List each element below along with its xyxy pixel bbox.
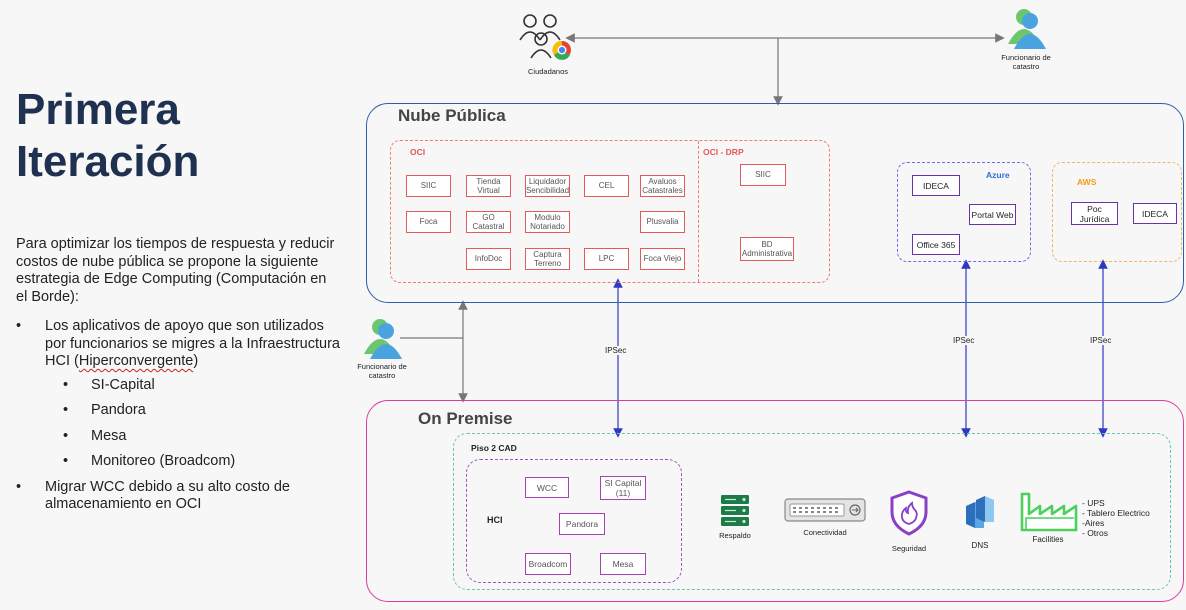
- respaldo-label: Respaldo: [719, 531, 751, 540]
- official-top-node: [1006, 8, 1046, 50]
- hci-box-si-capital: SI Capital (11): [600, 476, 646, 500]
- bullet-item-apps: Los aplicativos de apoyo que son utiliza…: [16, 318, 346, 371]
- aws-box-ideca: IDECA: [1133, 203, 1177, 224]
- facilities-label: Facilities: [1032, 535, 1064, 544]
- oci-box-modulo-notariado: Modulo Notariado: [525, 211, 570, 233]
- person-icon: [364, 319, 402, 359]
- hci-box-mesa: Mesa: [600, 553, 646, 575]
- bullet-item-wcc: Migrar WCC debido a su alto costo de alm…: [16, 479, 346, 514]
- oci-title: OCI: [410, 147, 426, 157]
- drp-box-siic: SIIC: [740, 164, 786, 186]
- sub-item-si-capital: SI-Capital: [16, 377, 346, 395]
- bullet-list: Los aplicativos de apoyo que son utiliza…: [16, 318, 346, 520]
- facilities-item-aires: -Aires: [1082, 518, 1105, 528]
- hci-box-wcc: WCC: [525, 477, 569, 498]
- facilities-list: - UPS - Tablero Electrico -Aires - Otros: [1082, 498, 1172, 538]
- oci-box-avaluos: Avaluos Catastrales: [640, 175, 685, 197]
- nube-publica-title: Nube Pública: [398, 106, 506, 125]
- ipsec-label-oci: IPSec: [604, 346, 628, 355]
- oci-drp-divider: [698, 141, 699, 282]
- page-title: Primera Iteración: [16, 85, 200, 186]
- person-icon: [1008, 9, 1046, 49]
- seguridad-label: Seguridad: [891, 544, 927, 553]
- sub-item-mesa: Mesa: [16, 428, 346, 446]
- sub-item-monitoreo: Monitoreo (Broadcom): [16, 453, 346, 471]
- oci-box-cel: CEL: [584, 175, 629, 197]
- hiperconvergente-text: Hiperconvergente: [78, 353, 194, 369]
- oci-box-lpc: LPC: [584, 248, 629, 270]
- hci-label: HCI: [487, 515, 503, 525]
- citizens-label: Ciudadanos: [527, 67, 569, 76]
- citizens-icon: [519, 14, 571, 60]
- azure-box-office-365: Office 365: [912, 234, 960, 255]
- drp-box-bd-administrativa: BD Administrativa: [740, 237, 794, 261]
- sub-item-pandora: Pandora: [16, 402, 346, 420]
- facilities-item-tablero: - Tablero Electrico: [1082, 508, 1150, 518]
- aws-title: AWS: [1077, 177, 1097, 187]
- aws-box-poc-juridica: Poc Jurídica: [1071, 202, 1118, 225]
- on-premise-title: On Premise: [418, 409, 513, 428]
- oci-box-captura-terreno: Captura Terreno: [525, 248, 570, 270]
- azure-box-portal-web: Portal Web: [969, 204, 1016, 225]
- dns-label: DNS: [971, 541, 989, 550]
- hci-container: [466, 459, 682, 583]
- aws-container: [1052, 162, 1182, 262]
- official-top-label: Funcionario de catastro: [1001, 53, 1051, 71]
- facilities-item-otros: - Otros: [1082, 528, 1108, 538]
- oci-box-foca: Foca: [406, 211, 451, 233]
- ipsec-label-azure: IPSec: [952, 336, 976, 345]
- hci-box-pandora: Pandora: [559, 513, 605, 535]
- oci-box-infodoc: InfoDoc: [466, 248, 511, 270]
- conectividad-label: Conectividad: [803, 528, 847, 537]
- oci-box-tienda-virtual: Tienda Virtual: [466, 175, 511, 197]
- oci-box-liquidador: Liquidador Sencibilidad: [525, 175, 570, 197]
- switch-icon: [784, 498, 866, 522]
- citizens-node: [518, 12, 578, 68]
- oci-drp-title: OCI - DRP: [703, 147, 744, 157]
- official-left-node: [362, 318, 402, 360]
- hci-box-broadcom: Broadcom: [525, 553, 571, 575]
- ipsec-label-aws: IPSec: [1089, 336, 1113, 345]
- oci-container: [390, 140, 830, 283]
- azure-box-ideca: IDECA: [912, 175, 960, 196]
- dns-icon: [962, 494, 998, 530]
- azure-title: Azure: [986, 170, 1010, 180]
- intro-text: Para optimizar los tiempos de respuesta …: [16, 236, 335, 305]
- oci-box-foca-viejo: Foca Viejo: [640, 248, 685, 270]
- facilities-item-ups: - UPS: [1082, 498, 1105, 508]
- oci-box-siic: SIIC: [406, 175, 451, 197]
- official-left-label: Funcionario de catastro: [357, 362, 407, 380]
- piso-2-cad-title: Piso 2 CAD: [471, 443, 517, 453]
- factory-icon: [1020, 492, 1078, 532]
- oci-box-go-catastral: GO Catastral: [466, 211, 511, 233]
- on-premise-region: [366, 400, 1184, 602]
- respaldo-icon: [718, 494, 752, 528]
- piso-2-cad-container: [453, 433, 1171, 590]
- shield-icon: [889, 490, 929, 536]
- oci-box-plusvalia: Plusvalia: [640, 211, 685, 233]
